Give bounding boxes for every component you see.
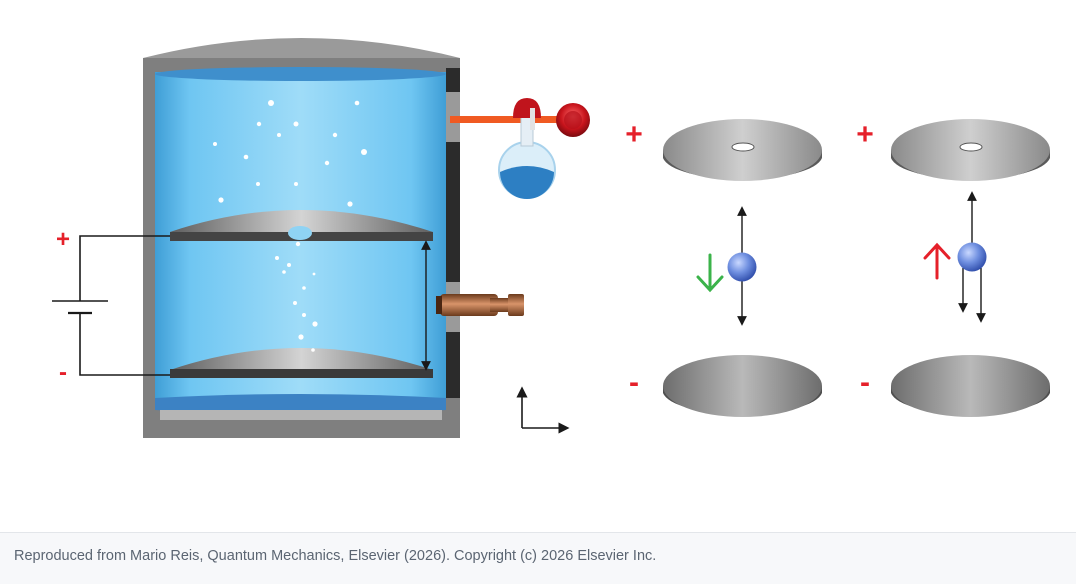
panel2-top-disk (891, 119, 1050, 181)
axes-indicator (516, 386, 570, 434)
panel1-plus-label: + (625, 118, 643, 151)
atomizer (450, 98, 590, 199)
panel-spin-up: + - (856, 118, 1050, 417)
upper-plate-hole (288, 226, 312, 240)
battery-plus-label: + (56, 226, 70, 253)
panel1-disk-hole (731, 142, 755, 152)
atomizer-cap (513, 98, 541, 118)
microscope-tube (436, 294, 524, 316)
panel2-minus-label: - (860, 366, 870, 399)
panel1-charged-droplet (727, 252, 757, 282)
chamber (143, 38, 460, 438)
atomizer-nozzle (450, 116, 560, 123)
copyright-caption: Reproduced from Mario Reis, Quantum Mech… (14, 548, 657, 564)
battery-minus-label: - (59, 359, 67, 386)
chamber-lid (143, 38, 460, 58)
millikan-diagram: + - + - + (52, 38, 1050, 438)
oil-droplets-upper (213, 100, 367, 207)
panel-spin-down: + - (625, 118, 822, 417)
oil-droplets-lower (275, 241, 318, 352)
panel2-plus-label: + (856, 118, 874, 151)
panel2-bottom-disk (891, 355, 1050, 417)
panel2-spin-arrow (923, 242, 951, 280)
chamber-bottom-pool (155, 394, 446, 414)
panel1-bottom-disk (663, 355, 822, 417)
battery-circuit (52, 235, 170, 376)
panel1-spin-arrow (696, 253, 724, 293)
panel2-charged-droplet (957, 242, 987, 272)
caption-footer: Reproduced from Mario Reis, Quantum Mech… (0, 532, 1076, 584)
panel2-disk-hole (959, 142, 983, 152)
panel1-top-disk (663, 119, 822, 181)
panel1-minus-label: - (629, 366, 639, 399)
